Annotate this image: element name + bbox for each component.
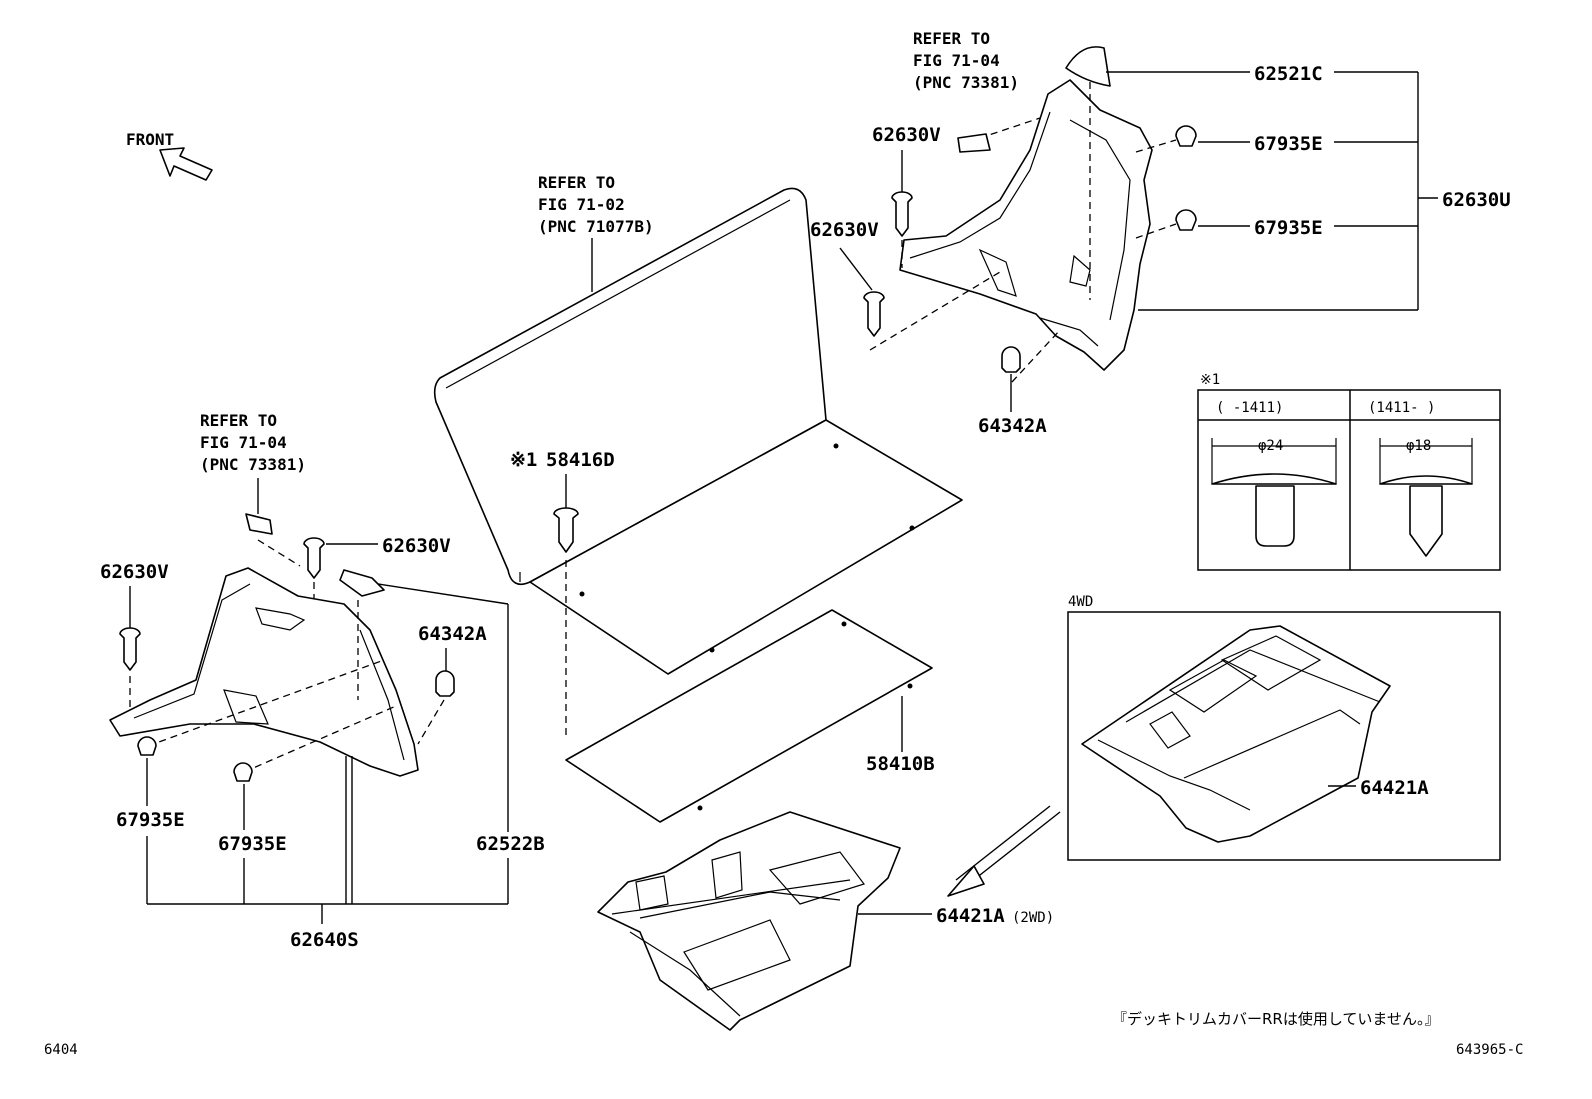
callout-62522B: 62522B	[476, 833, 545, 855]
footer-right-code: 643965-C	[1456, 1042, 1523, 1058]
refer-top-right-line2: FIG 71-04	[913, 51, 1000, 70]
clip-67935E-top2	[1175, 209, 1197, 231]
callout-62630V-tr2: 62630V	[810, 219, 879, 241]
inset-clip-col2-dim: φ18	[1406, 438, 1431, 454]
refer-top-right-line1: REFER TO	[913, 29, 990, 48]
quarter-trim-panel-right	[899, 79, 1153, 371]
refer-left-line3: (PNC 73381)	[200, 455, 306, 474]
callout-62630V-tr1: 62630V	[872, 124, 941, 146]
inset-clip-col2-header: (1411- )	[1368, 400, 1435, 416]
lamp-socket-64342A-left	[435, 670, 455, 697]
lower-board-58410B	[565, 609, 933, 823]
callout-58410B: 58410B	[866, 753, 935, 775]
inset-4wd-frame	[1067, 611, 1501, 861]
note-japanese: 『デッキトリムカバーRRは使用していません。』	[1112, 1010, 1439, 1028]
refer-top-right-line3: (PNC 73381)	[913, 73, 1019, 92]
callout-58416D: 58416D	[546, 449, 615, 471]
storage-tray-4wd	[1081, 625, 1391, 843]
refer-left-line2: FIG 71-04	[200, 433, 287, 452]
inset-clip-frame	[1197, 389, 1501, 571]
screw-62630V-left1	[303, 537, 325, 579]
bracket-tab-top-right	[957, 133, 991, 153]
front-label: FRONT	[126, 130, 174, 149]
inset-4wd-label: 4WD	[1068, 594, 1093, 610]
callout-67935E-left1: 67935E	[116, 809, 185, 831]
refer-left-line1: REFER TO	[200, 411, 277, 430]
deck-board	[529, 419, 963, 675]
callout-58416D-mark: ※1	[510, 449, 537, 471]
screw-62630V-tr2	[863, 291, 885, 337]
storage-tray-2wd	[597, 811, 901, 1031]
quarter-trim-panel-left	[109, 567, 419, 777]
refer-center-line1: REFER TO	[538, 173, 615, 192]
front-arrow-icon	[159, 147, 213, 181]
clip-58416D	[553, 507, 579, 553]
inset-clip-col1-header: ( -1411)	[1216, 400, 1283, 416]
clip-67935E-left1	[137, 736, 157, 756]
footer-left-code: 6404	[44, 1042, 78, 1058]
callout-64421A-4wd: 64421A	[1360, 777, 1429, 799]
clip-67935E-left2	[233, 762, 253, 782]
callout-67935E-top1: 67935E	[1254, 133, 1323, 155]
clip-67935E-top1	[1175, 125, 1197, 147]
callout-64342A-right: 64342A	[978, 415, 1047, 437]
callout-64421A-2wd: 64421A	[936, 905, 1005, 927]
callout-62521C: 62521C	[1254, 63, 1323, 85]
bracket-62522B	[339, 569, 385, 597]
clip-profile-pointed-tip	[1379, 475, 1473, 485]
refer-center-line2: FIG 71-02	[538, 195, 625, 214]
clip-profile-flat-tip	[1211, 473, 1337, 485]
inset-clip-col1-dim: φ24	[1258, 438, 1283, 454]
callout-67935E-top2: 67935E	[1254, 217, 1323, 239]
lamp-socket-64342A-right	[1001, 346, 1021, 373]
inset-clip-mark: ※1	[1200, 372, 1220, 388]
reference-arrow-icon	[947, 865, 985, 897]
callout-64342A-left: 64342A	[418, 623, 487, 645]
callout-67935E-left2: 67935E	[218, 833, 287, 855]
callout-62640S: 62640S	[290, 929, 359, 951]
rear-seat-back	[433, 187, 827, 586]
bracket-tab-left	[245, 513, 273, 535]
callout-62630V-left2: 62630V	[100, 561, 169, 583]
callout-62630U: 62630U	[1442, 189, 1511, 211]
cap-62521C	[1065, 46, 1111, 87]
screw-62630V-tr1	[891, 191, 913, 237]
callout-64421A-2wd-suffix: (2WD)	[1012, 910, 1054, 926]
callout-62630V-left1: 62630V	[382, 535, 451, 557]
refer-center-line3: (PNC 71077B)	[538, 217, 654, 236]
screw-62630V-left2	[119, 627, 141, 671]
